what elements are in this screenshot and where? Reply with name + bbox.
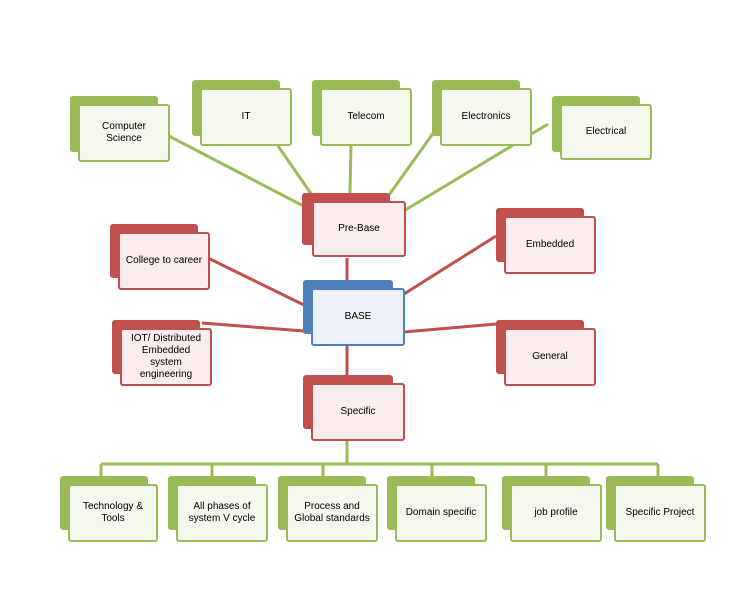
connector-computer-science: [164, 132, 316, 214]
node-technology-tools-label: Technology & Tools: [68, 484, 158, 542]
node-college-to-career-label: College to career: [118, 232, 210, 290]
node-electrical-label: Electrical: [560, 104, 652, 160]
connector-it: [276, 145, 314, 196]
node-base: BASE: [303, 280, 405, 346]
node-electronics: Electronics: [432, 80, 532, 146]
connector-telecom: [348, 145, 353, 194]
node-specific-project-label: Specific Project: [614, 484, 706, 542]
node-job-profile-label: job profile: [510, 484, 602, 542]
node-specific: Specific: [303, 375, 405, 441]
node-it-label: IT: [200, 88, 292, 146]
connector-electronics: [387, 131, 436, 196]
node-general-label: General: [504, 328, 596, 386]
node-process-standards-label: Process and Global standards: [286, 484, 378, 542]
node-job-profile: job profile: [502, 476, 602, 542]
node-electronics-label: Electronics: [440, 88, 532, 146]
connector-college: [207, 256, 307, 308]
node-specific-project: Specific Project: [606, 476, 706, 542]
connector-iot: [201, 321, 305, 333]
node-iot-label: IOT/ Distributed Embedded system enginee…: [120, 328, 212, 386]
connector-general: [403, 322, 497, 334]
node-telecom: Telecom: [312, 80, 412, 146]
node-specific-label: Specific: [311, 383, 405, 441]
node-technology-tools: Technology & Tools: [60, 476, 158, 542]
node-telecom-label: Telecom: [320, 88, 412, 146]
node-pre-base: Pre-Base: [302, 193, 406, 257]
node-embedded-label: Embedded: [504, 216, 596, 274]
node-embedded: Embedded: [496, 208, 596, 274]
node-process-standards: Process and Global standards: [278, 476, 378, 542]
node-computer-science: Computer Science: [70, 96, 170, 162]
node-base-label: BASE: [311, 288, 405, 346]
node-it: IT: [192, 80, 292, 146]
node-pre-base-label: Pre-Base: [312, 201, 406, 257]
connector-embedded: [403, 234, 497, 296]
node-all-phases: All phases of system V cycle: [168, 476, 268, 542]
node-computer-science-label: Computer Science: [78, 104, 170, 162]
node-domain-specific-label: Domain specific: [395, 484, 487, 542]
node-college-to-career: College to career: [110, 224, 210, 290]
node-general: General: [496, 320, 596, 386]
node-domain-specific: Domain specific: [387, 476, 487, 542]
node-iot: IOT/ Distributed Embedded system enginee…: [112, 320, 212, 386]
node-all-phases-label: All phases of system V cycle: [176, 484, 268, 542]
node-electrical: Electrical: [552, 96, 652, 160]
